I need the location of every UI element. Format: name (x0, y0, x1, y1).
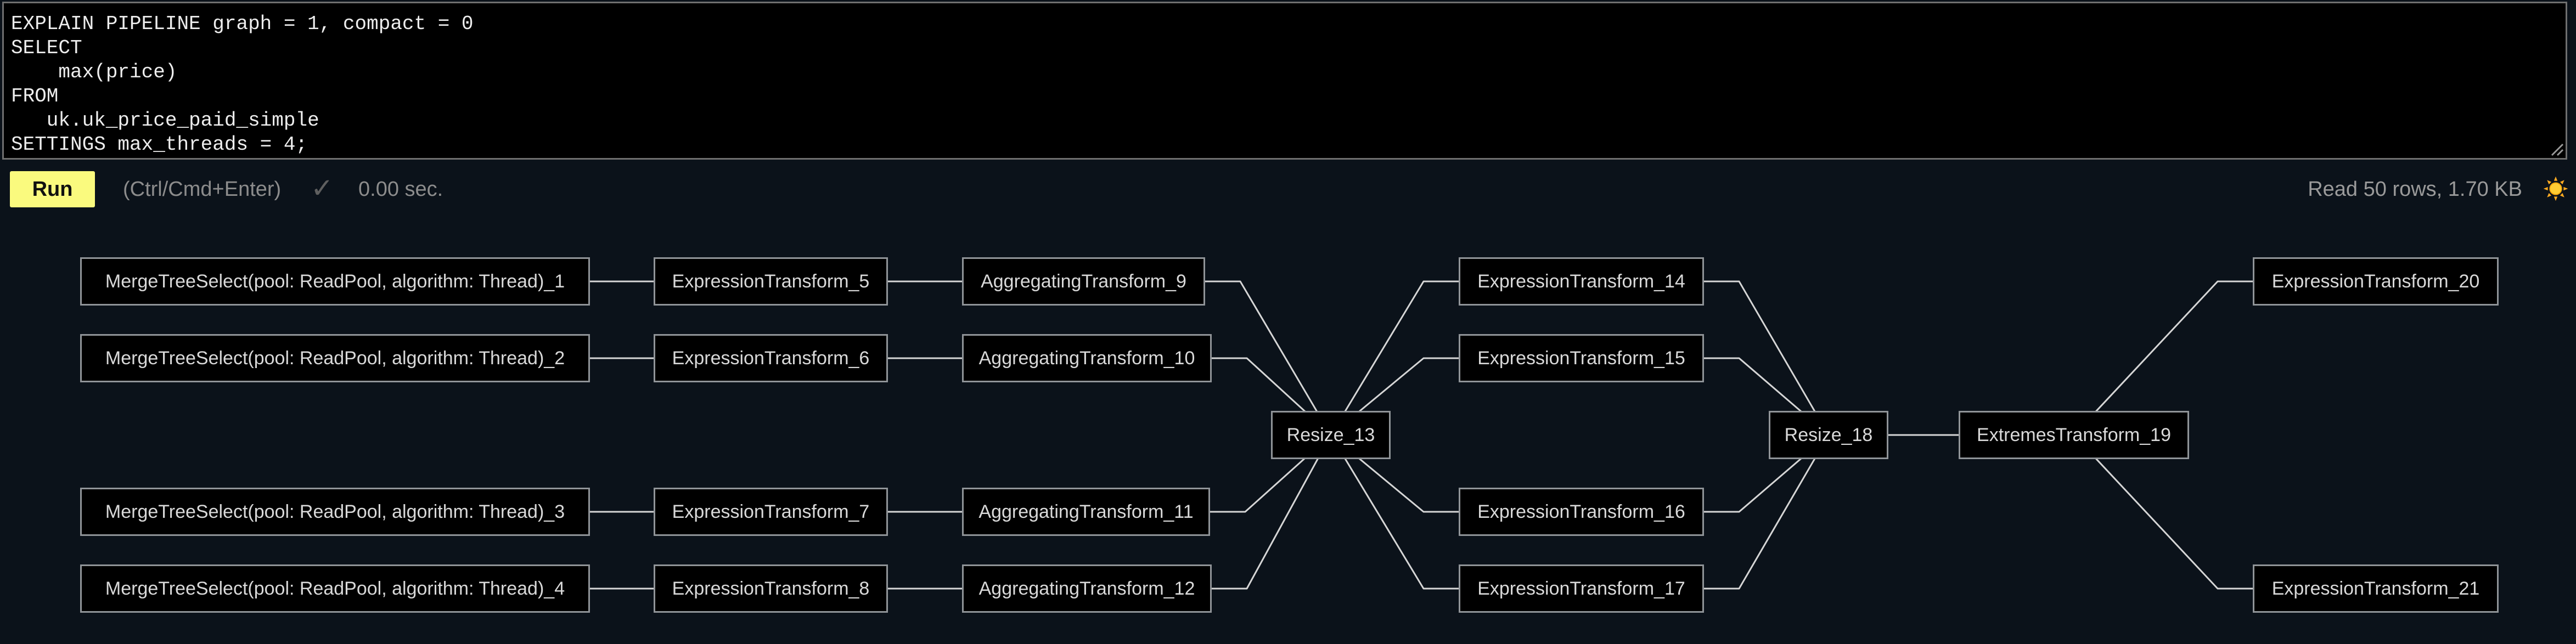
read-stats: Read 50 rows, 1.70 KB (2308, 178, 2522, 201)
graph-node-et7: ExpressionTransform_7 (654, 488, 888, 536)
graph-node-et5: ExpressionTransform_5 (654, 257, 888, 306)
sql-line: SELECT (11, 37, 82, 59)
graph-node-et15: ExpressionTransform_15 (1459, 334, 1704, 382)
graph-node-at12: AggregatingTransform_12 (962, 564, 1212, 613)
sql-line: uk.uk_price_paid_simple (11, 109, 319, 132)
graph-node-at11: AggregatingTransform_11 (962, 488, 1210, 536)
sql-line: FROM (11, 85, 59, 108)
graph-node-et14: ExpressionTransform_14 (1459, 257, 1704, 306)
sun-icon[interactable] (2543, 176, 2568, 201)
sql-line: SETTINGS max_threads = 4; (11, 133, 308, 156)
graph-node-at10: AggregatingTransform_10 (962, 334, 1212, 382)
sql-line: EXPLAIN PIPELINE graph = 1, compact = 0 (11, 13, 474, 35)
graph-node-mts3: MergeTreeSelect(pool: ReadPool, algorith… (80, 488, 590, 536)
graph-node-r13: Resize_13 (1271, 411, 1391, 459)
run-button[interactable]: Run (10, 171, 95, 207)
success-check-icon: ✓ (311, 173, 334, 204)
graph-node-mts1: MergeTreeSelect(pool: ReadPool, algorith… (80, 257, 590, 306)
graph-node-r18: Resize_18 (1769, 411, 1888, 459)
graph-node-et20: ExpressionTransform_20 (2253, 257, 2499, 306)
graph-node-et17: ExpressionTransform_17 (1459, 564, 1704, 613)
graph-node-et8: ExpressionTransform_8 (654, 564, 888, 613)
graph-node-mts2: MergeTreeSelect(pool: ReadPool, algorith… (80, 334, 590, 382)
graph-node-et21: ExpressionTransform_21 (2253, 564, 2499, 613)
sql-line: max(price) (11, 61, 177, 83)
textarea-resize-grip[interactable] (2546, 139, 2564, 156)
graph-node-mts4: MergeTreeSelect(pool: ReadPool, algorith… (80, 564, 590, 613)
graph-node-et6: ExpressionTransform_6 (654, 334, 888, 382)
graph-node-et16: ExpressionTransform_16 (1459, 488, 1704, 536)
elapsed-time: 0.00 sec. (358, 178, 443, 201)
run-shortcut-hint: (Ctrl/Cmd+Enter) (123, 178, 282, 201)
graph-node-ex19: ExtremesTransform_19 (1959, 411, 2189, 459)
graph-node-at9: AggregatingTransform_9 (962, 257, 1205, 306)
